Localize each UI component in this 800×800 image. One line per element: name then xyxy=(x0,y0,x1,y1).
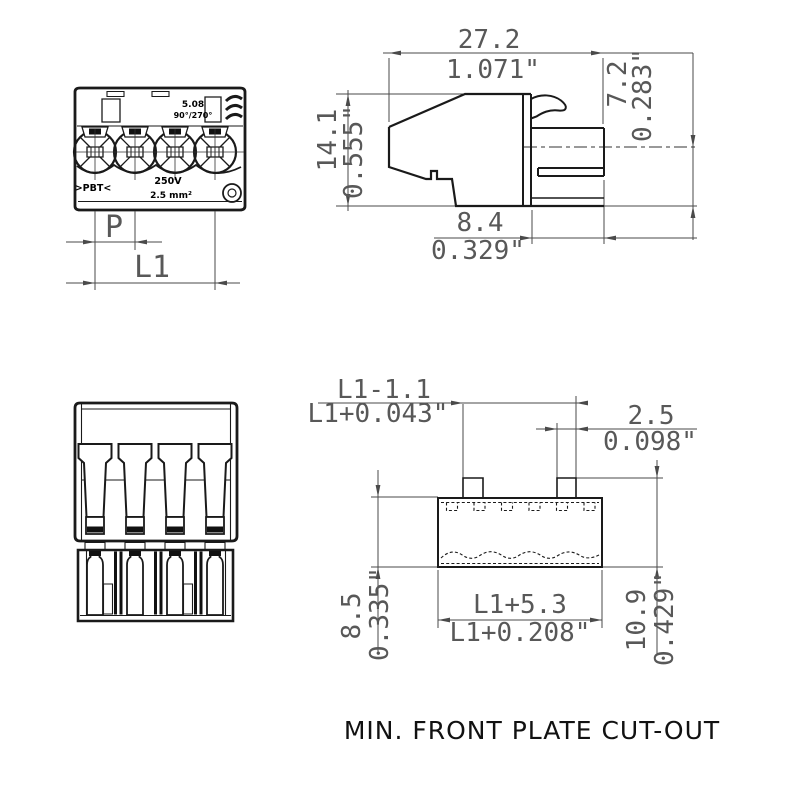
dim-depth-in: 0.329" xyxy=(431,236,525,266)
dim-length-label: L1 xyxy=(134,250,170,285)
plan-upper-body-outline xyxy=(73,401,239,543)
side-view: 27.2 1.071" 14.1 0.555" 7.2 0.283" 8.4 0… xyxy=(313,25,698,266)
terminal-center-slots xyxy=(86,146,224,158)
side-pin-outline xyxy=(531,127,605,177)
plan-upper-inner-lines xyxy=(80,404,232,541)
marking-wire: 2.5 mm² xyxy=(150,191,192,201)
side-body-outline xyxy=(387,92,604,208)
dim-notch-mm: 2.5 xyxy=(628,401,675,431)
contact-pins xyxy=(86,549,224,616)
dim-cutout-height-in: 0.335" xyxy=(365,567,395,661)
dim-width-mm: 27.2 xyxy=(458,25,521,55)
front-body-outline xyxy=(73,86,247,212)
brand-logo-squiggle xyxy=(224,94,243,121)
dim-total-height-mm: 10.9 xyxy=(622,589,652,652)
cutout-view: L1-1.1 L1+0.043" 2.5 0.098" 8.5 0.335" 1… xyxy=(308,375,697,666)
side-face-lines xyxy=(522,94,532,206)
dim-cutout-height-mm: 8.5 xyxy=(337,593,367,640)
dim-inner-width-mm: L1-1.1 xyxy=(337,375,431,405)
cutout-tabs xyxy=(462,477,577,498)
side-latch-hook xyxy=(530,94,567,120)
terminal-clamps xyxy=(81,126,229,138)
chamber-scallop-line xyxy=(76,163,242,174)
dim-pitch-label: P xyxy=(105,210,123,245)
dim-pin-in: 0.283" xyxy=(628,48,658,142)
front-body-inner-lines xyxy=(77,125,243,203)
plan-lower-block-outline xyxy=(76,548,235,623)
marking-material: >PBT< xyxy=(75,183,112,194)
dim-notch-in: 0.098" xyxy=(603,427,697,457)
cutout-dashed-wave xyxy=(440,551,600,559)
dim-total-height-in: 0.429" xyxy=(650,572,680,666)
marking-angle: 90°/270° xyxy=(174,111,213,120)
approval-logo-icon xyxy=(222,183,242,203)
dim-cutout-width-in: L1+0.208" xyxy=(450,618,591,648)
drawing-caption: MIN. FRONT PLATE CUT-OUT xyxy=(344,716,720,745)
terminal-centerlines xyxy=(76,129,244,180)
terminal-clamp-inserts xyxy=(89,128,221,135)
dim-inner-width-in: L1+0.043" xyxy=(308,399,449,429)
plan-view xyxy=(73,401,239,623)
dim-depth-mm: 8.4 xyxy=(457,208,504,238)
lever-foot-bands xyxy=(87,526,223,533)
front-dim-lines xyxy=(66,211,240,290)
marking-pitch: 5.08 xyxy=(182,100,204,110)
dim-height-mm: 14.1 xyxy=(313,109,343,172)
dim-pin-mm: 7.2 xyxy=(603,61,633,108)
dim-height-in: 0.555" xyxy=(339,105,369,199)
lever-feet xyxy=(85,516,225,535)
gap-band-rects xyxy=(84,541,226,551)
dim-width-in: 1.071" xyxy=(446,55,540,85)
front-latch-rects xyxy=(101,96,222,123)
front-view: 5.08 90°/270° 250V 2.5 mm² >PBT< P L1 xyxy=(66,86,247,290)
dim-cutout-width-mm: L1+5.3 xyxy=(473,590,567,620)
cutout-dashed-teeth xyxy=(445,502,596,512)
cutout-rect xyxy=(437,497,603,568)
marking-voltage: 250V xyxy=(154,176,182,187)
front-top-notches xyxy=(106,90,170,98)
approval-logo-inner xyxy=(227,188,237,198)
